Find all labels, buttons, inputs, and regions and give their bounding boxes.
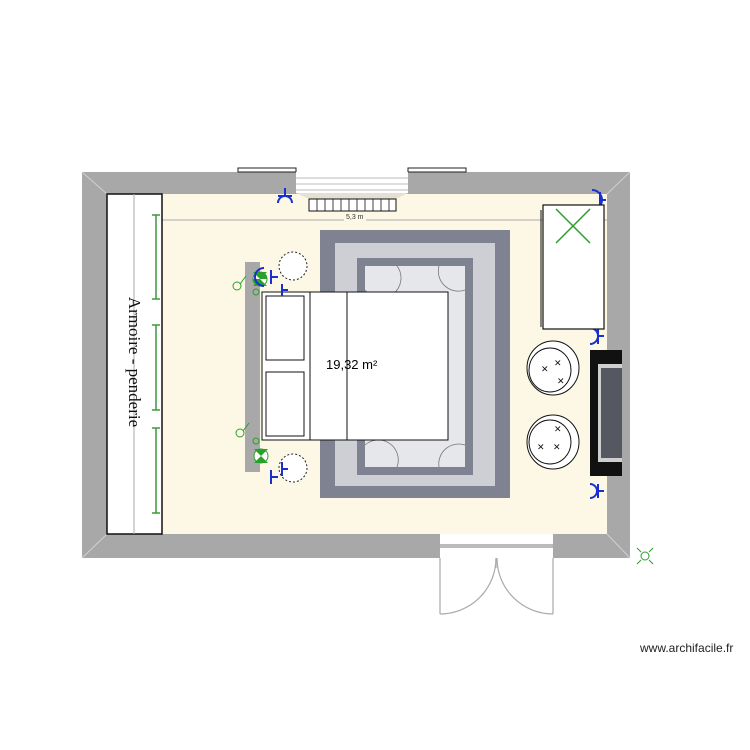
- exterior-light-icon[interactable]: [636, 547, 654, 565]
- wardrobe[interactable]: [106, 193, 163, 535]
- tv-unit[interactable]: [590, 350, 622, 476]
- desk[interactable]: [540, 204, 605, 330]
- sockets[interactable]: [254, 188, 606, 499]
- svg-text:✕: ✕: [554, 424, 562, 434]
- watermark: www.archifacile.fr: [640, 641, 734, 655]
- lamp-bottom[interactable]: [278, 453, 308, 483]
- wardrobe-label: Armoire - penderie: [125, 296, 144, 428]
- svg-text:✕: ✕: [554, 358, 562, 368]
- dimension-label: 5,3 m: [344, 214, 366, 221]
- top-window[interactable]: [237, 167, 467, 199]
- svg-text:✕: ✕: [553, 442, 561, 452]
- light-point-bottom[interactable]: [235, 422, 269, 464]
- svg-text:✕: ✕: [537, 442, 545, 452]
- room-area-label: 19,32 m²: [326, 357, 378, 372]
- svg-text:✕: ✕: [557, 376, 565, 386]
- double-bed[interactable]: [261, 291, 449, 441]
- armchair-top[interactable]: ✕ ✕ ✕: [526, 340, 580, 396]
- lamp-top[interactable]: [278, 251, 308, 281]
- headboard-strip: [245, 262, 260, 472]
- svg-text:✕: ✕: [541, 364, 549, 374]
- radiator[interactable]: [308, 198, 397, 212]
- armchair-bottom[interactable]: ✕ ✕ ✕: [526, 414, 580, 470]
- double-door[interactable]: [439, 534, 554, 615]
